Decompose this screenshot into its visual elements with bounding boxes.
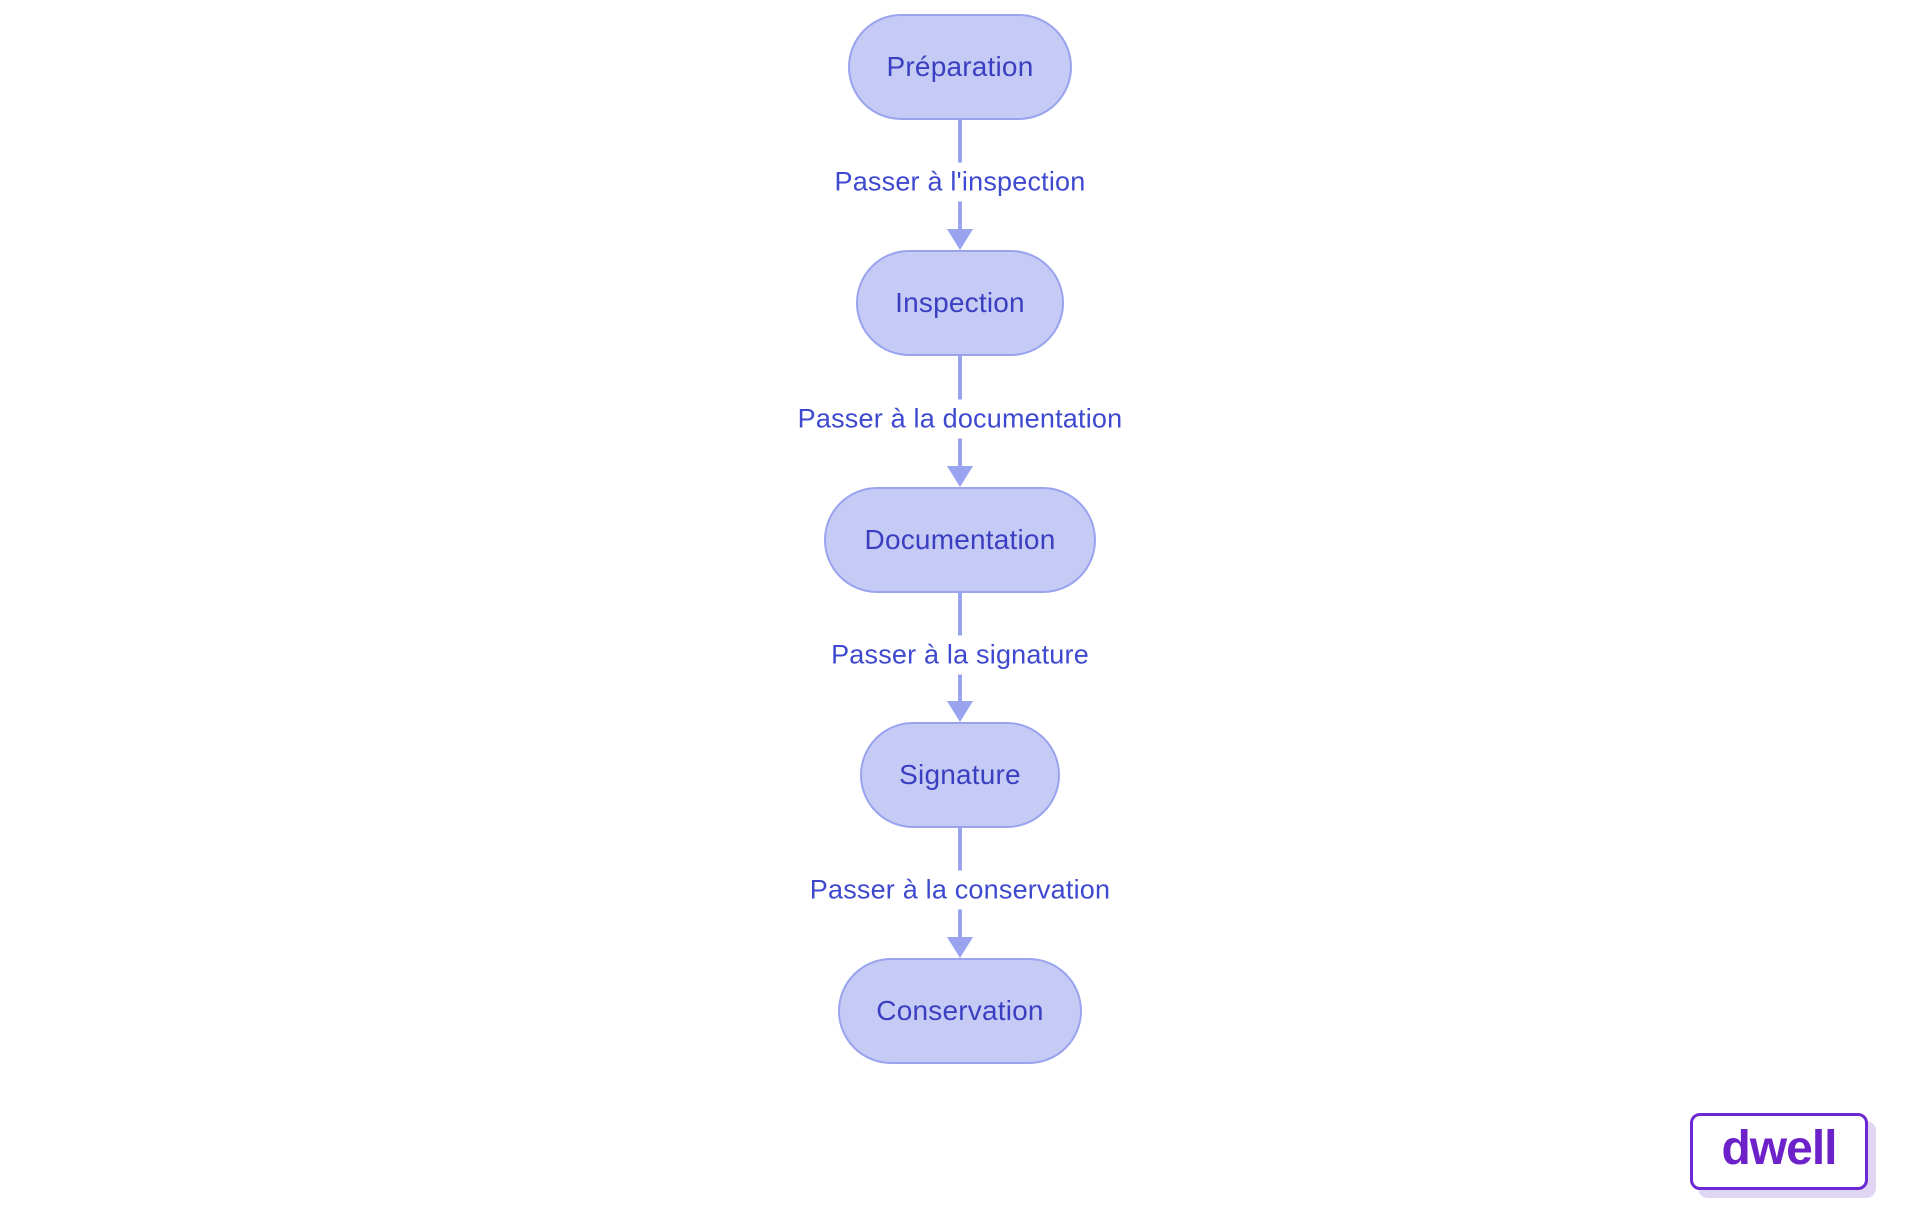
edge-label: Passer à la signature — [821, 635, 1099, 675]
edge-label: Passer à la conservation — [799, 870, 1121, 910]
flowchart-node-preparation: Préparation — [848, 14, 1072, 120]
flowchart-node-documentation: Documentation — [824, 487, 1096, 593]
flowchart-node-inspection: Inspection — [856, 250, 1064, 356]
node-label: Documentation — [864, 524, 1056, 555]
edge-documentation-signature: Passer à la signature — [821, 593, 1099, 722]
flowchart-node-signature: Signature — [860, 722, 1060, 828]
arrowhead-icon — [947, 701, 973, 722]
node-label: Inspection — [895, 287, 1025, 318]
edge-preparation-inspection: Passer à l'inspection — [824, 120, 1096, 250]
dwell-logo-text: dwell — [1721, 1121, 1837, 1175]
edge-inspection-documentation: Passer à la documentation — [787, 356, 1133, 487]
edge-signature-conservation: Passer à la conservation — [799, 828, 1121, 958]
arrowhead-icon — [947, 229, 973, 250]
node-label: Préparation — [886, 51, 1034, 82]
node-label: Conservation — [876, 995, 1044, 1026]
node-label: Signature — [899, 759, 1021, 790]
flowchart-node-conservation: Conservation — [838, 958, 1082, 1064]
edge-label: Passer à la documentation — [787, 399, 1133, 439]
edge-label: Passer à l'inspection — [824, 162, 1096, 202]
arrowhead-icon — [947, 937, 973, 958]
dwell-logo: dwell — [1690, 1113, 1868, 1190]
arrowhead-icon — [947, 466, 973, 487]
